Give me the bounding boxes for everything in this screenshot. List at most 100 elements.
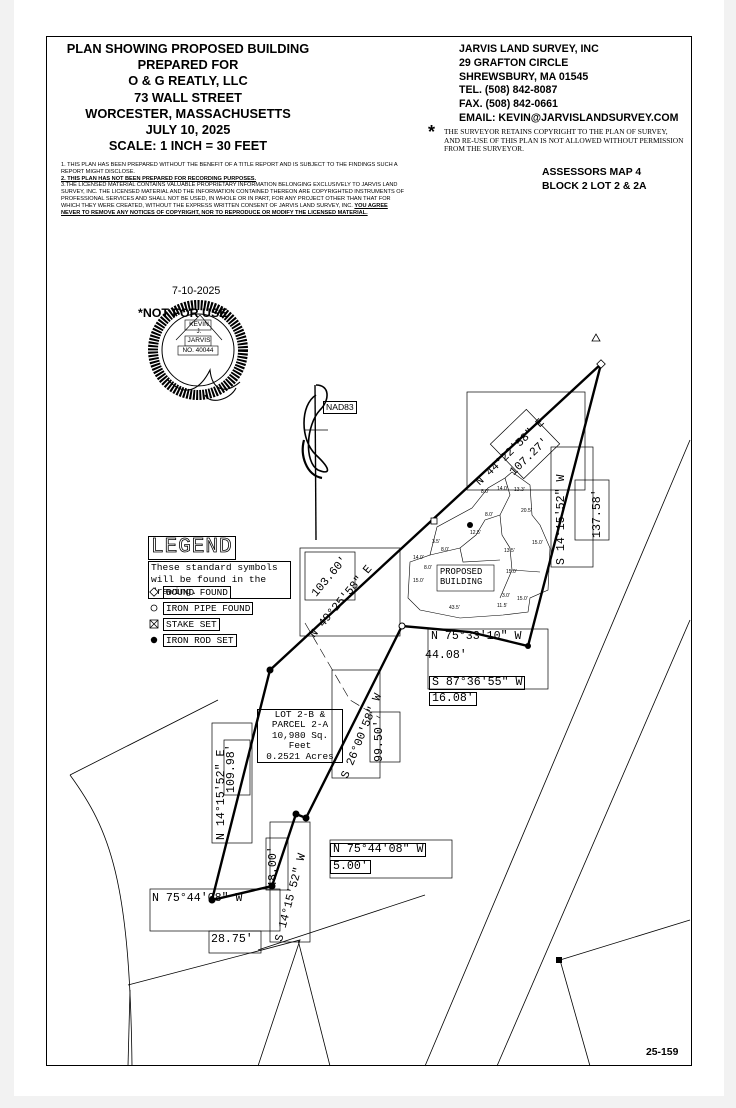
building-dimension: 15.0' xyxy=(517,596,528,602)
surveyor-name: JARVIS LAND SURVEY, INC xyxy=(459,43,599,55)
bearing-label: N 75°33'10" W xyxy=(431,630,522,643)
surveyor-tel: TEL. (508) 842-8087 xyxy=(459,84,558,97)
lot-boundary xyxy=(210,363,603,902)
building-dimension: 14.0' xyxy=(497,486,508,492)
parcel-name: PARCEL 2-A xyxy=(271,719,329,731)
title-line: PREPARED FOR xyxy=(137,57,239,73)
distance-label: 109.98' xyxy=(225,744,238,793)
distance-label: 44.08' xyxy=(425,649,467,662)
seal-initial: J. xyxy=(196,329,202,335)
registered-surveyor-seal xyxy=(148,300,248,401)
abutter-lines xyxy=(69,439,691,1067)
iron-rod-marker xyxy=(467,522,473,528)
client-name: O & G REATLY, LLC xyxy=(128,73,248,89)
lot-name: LOT 2-B & xyxy=(274,709,326,720)
bearing-label: S 14°15'52" W xyxy=(555,474,568,565)
building-dimension: 14.0' xyxy=(413,555,424,561)
stamp-date: 7-10-2025 xyxy=(172,285,221,297)
surveyor-fax: FAX. (508) 842-0661 xyxy=(459,98,558,111)
legend-rod: IRON ROD SET xyxy=(163,634,237,647)
building-dimension: 8.0' xyxy=(441,547,449,553)
distance-label: 137.58' xyxy=(591,489,604,538)
iron-rod-marker xyxy=(266,666,274,674)
surveyor-city: SHREWSBURY, MA 01545 xyxy=(459,70,589,83)
distance-label: 5.00' xyxy=(330,860,371,874)
distance-label: 48.00' xyxy=(267,846,280,888)
proposed-building-outline xyxy=(407,471,551,619)
lot-area-acres: 0.2521 Acres xyxy=(266,750,334,762)
surveyor-street: 29 GRAFTON CIRCLE xyxy=(459,56,569,69)
assessor-lot: BLOCK 2 LOT 2 & 2A xyxy=(542,180,647,192)
iron-rod-marker xyxy=(525,643,531,649)
asterisk-mark: * xyxy=(428,122,436,142)
note-3: 3.THE LICENSED MATERIAL CONTAINS VALUABL… xyxy=(61,182,406,216)
lot-info-box: LOT 2-B & PARCEL 2-A 10,980 Sq. Feet 0.2… xyxy=(257,709,343,764)
distance-label: 16.08' xyxy=(429,692,477,706)
seal-surname: JARVIS xyxy=(187,337,211,344)
building-dimension: 15.0' xyxy=(532,540,543,546)
seal-number: NO. 40044 xyxy=(182,347,214,354)
plan-notes: 1. THIS PLAN HAS BEEN PREPARED WITHOUT T… xyxy=(61,162,406,216)
building-dimension: 8.0' xyxy=(424,565,432,571)
surveyor-email: EMAIL: KEVIN@JARVISLANDSURVEY.COM xyxy=(459,111,679,124)
bearing-label: N 75°44'08" W xyxy=(330,843,427,857)
label-boxes xyxy=(149,391,610,954)
stake-marker xyxy=(430,517,438,525)
sheet-number: 25-159 xyxy=(646,1047,679,1058)
building-dimension: 15.0' xyxy=(413,578,424,584)
interior-dashed-line xyxy=(304,622,381,719)
corner-marker xyxy=(556,957,562,963)
bearing-label: N 75°44'08" W xyxy=(152,892,243,905)
assessor-map: ASSESSORS MAP 4 xyxy=(542,167,642,178)
building-dimension: 13.3' xyxy=(514,487,525,493)
building-dimension: 8.0' xyxy=(481,489,489,495)
plan-date: JULY 10, 2025 xyxy=(145,122,231,138)
title-line: PLAN SHOWING PROPOSED BUILDING xyxy=(66,41,310,56)
datum-label: NAD83 xyxy=(323,401,357,414)
building-dimension: 11.5' xyxy=(497,603,508,609)
iron-pipe-marker xyxy=(398,622,406,630)
iron-rod-marker xyxy=(302,814,310,822)
legend-stake: STAKE SET xyxy=(163,618,220,631)
building-label-line: PROPOSED xyxy=(440,567,483,577)
distance-label: 99.50' xyxy=(373,720,386,762)
iron-rod-marker xyxy=(268,882,276,890)
title-block: PLAN SHOWING PROPOSED BUILDING PREPARED … xyxy=(48,41,328,154)
lot-area-sqft: 10,980 Sq. Feet xyxy=(271,729,329,752)
bound-marker xyxy=(596,359,606,369)
legend-bound: BOUND FOUND xyxy=(163,586,231,599)
not-for-use-label: *NOT FOR USE xyxy=(138,306,228,320)
plan-scale: SCALE: 1 INCH = 30 FEET xyxy=(108,138,268,154)
building-dimension: 3.0' xyxy=(502,593,510,599)
building-dimension: 20.5' xyxy=(521,508,532,514)
iron-rod-marker xyxy=(208,896,216,904)
building-dimension: 13.5' xyxy=(504,548,515,554)
building-label-line: BUILDING xyxy=(440,577,483,587)
building-dimension: 43.5' xyxy=(449,605,460,611)
site-city: WORCESTER, MASSACHUSETTS xyxy=(85,105,291,121)
building-dimension: 12.5' xyxy=(470,530,481,536)
surveyor-block: JARVIS LAND SURVEY, INC 29 GRAFTON CIRCL… xyxy=(459,43,699,126)
note-3-text: 3.THE LICENSED MATERIAL CONTAINS VALUABL… xyxy=(61,182,405,209)
distance-label: 28.75' xyxy=(211,933,253,946)
bearing-label: S 87°36'55" W xyxy=(429,676,526,690)
note-2: 2. THIS PLAN HAS NOT BEEN PREPARED FOR R… xyxy=(61,175,257,182)
control-point-marker xyxy=(591,333,601,342)
building-dimension: 8.0' xyxy=(485,512,493,518)
assessor-reference: ASSESSORS MAP 4 BLOCK 2 LOT 2 & 2A xyxy=(542,166,692,193)
building-dimension: 15.0' xyxy=(506,569,517,575)
note-1: 1. THIS PLAN HAS BEEN PREPARED WITHOUT T… xyxy=(61,162,398,175)
plan-border xyxy=(46,36,692,1066)
survey-markers xyxy=(208,333,606,963)
legend-pipe: IRON PIPE FOUND xyxy=(163,602,254,615)
legend-title: LEGEND xyxy=(148,536,236,560)
building-dimension: 3.5' xyxy=(432,539,440,545)
site-address: 73 WALL STREET xyxy=(134,89,242,105)
note-3-emphasis: YOU AGREE NEVER TO REMOVE ANY NOTICES OF… xyxy=(61,202,388,216)
copyright-notice: THE SURVEYOR RETAINS COPYRIGHT TO THE PL… xyxy=(444,127,684,154)
iron-rod-marker xyxy=(292,810,300,818)
seal-name: KEVIN xyxy=(189,321,209,328)
proposed-building-label: PROPOSED BUILDING xyxy=(440,567,495,587)
